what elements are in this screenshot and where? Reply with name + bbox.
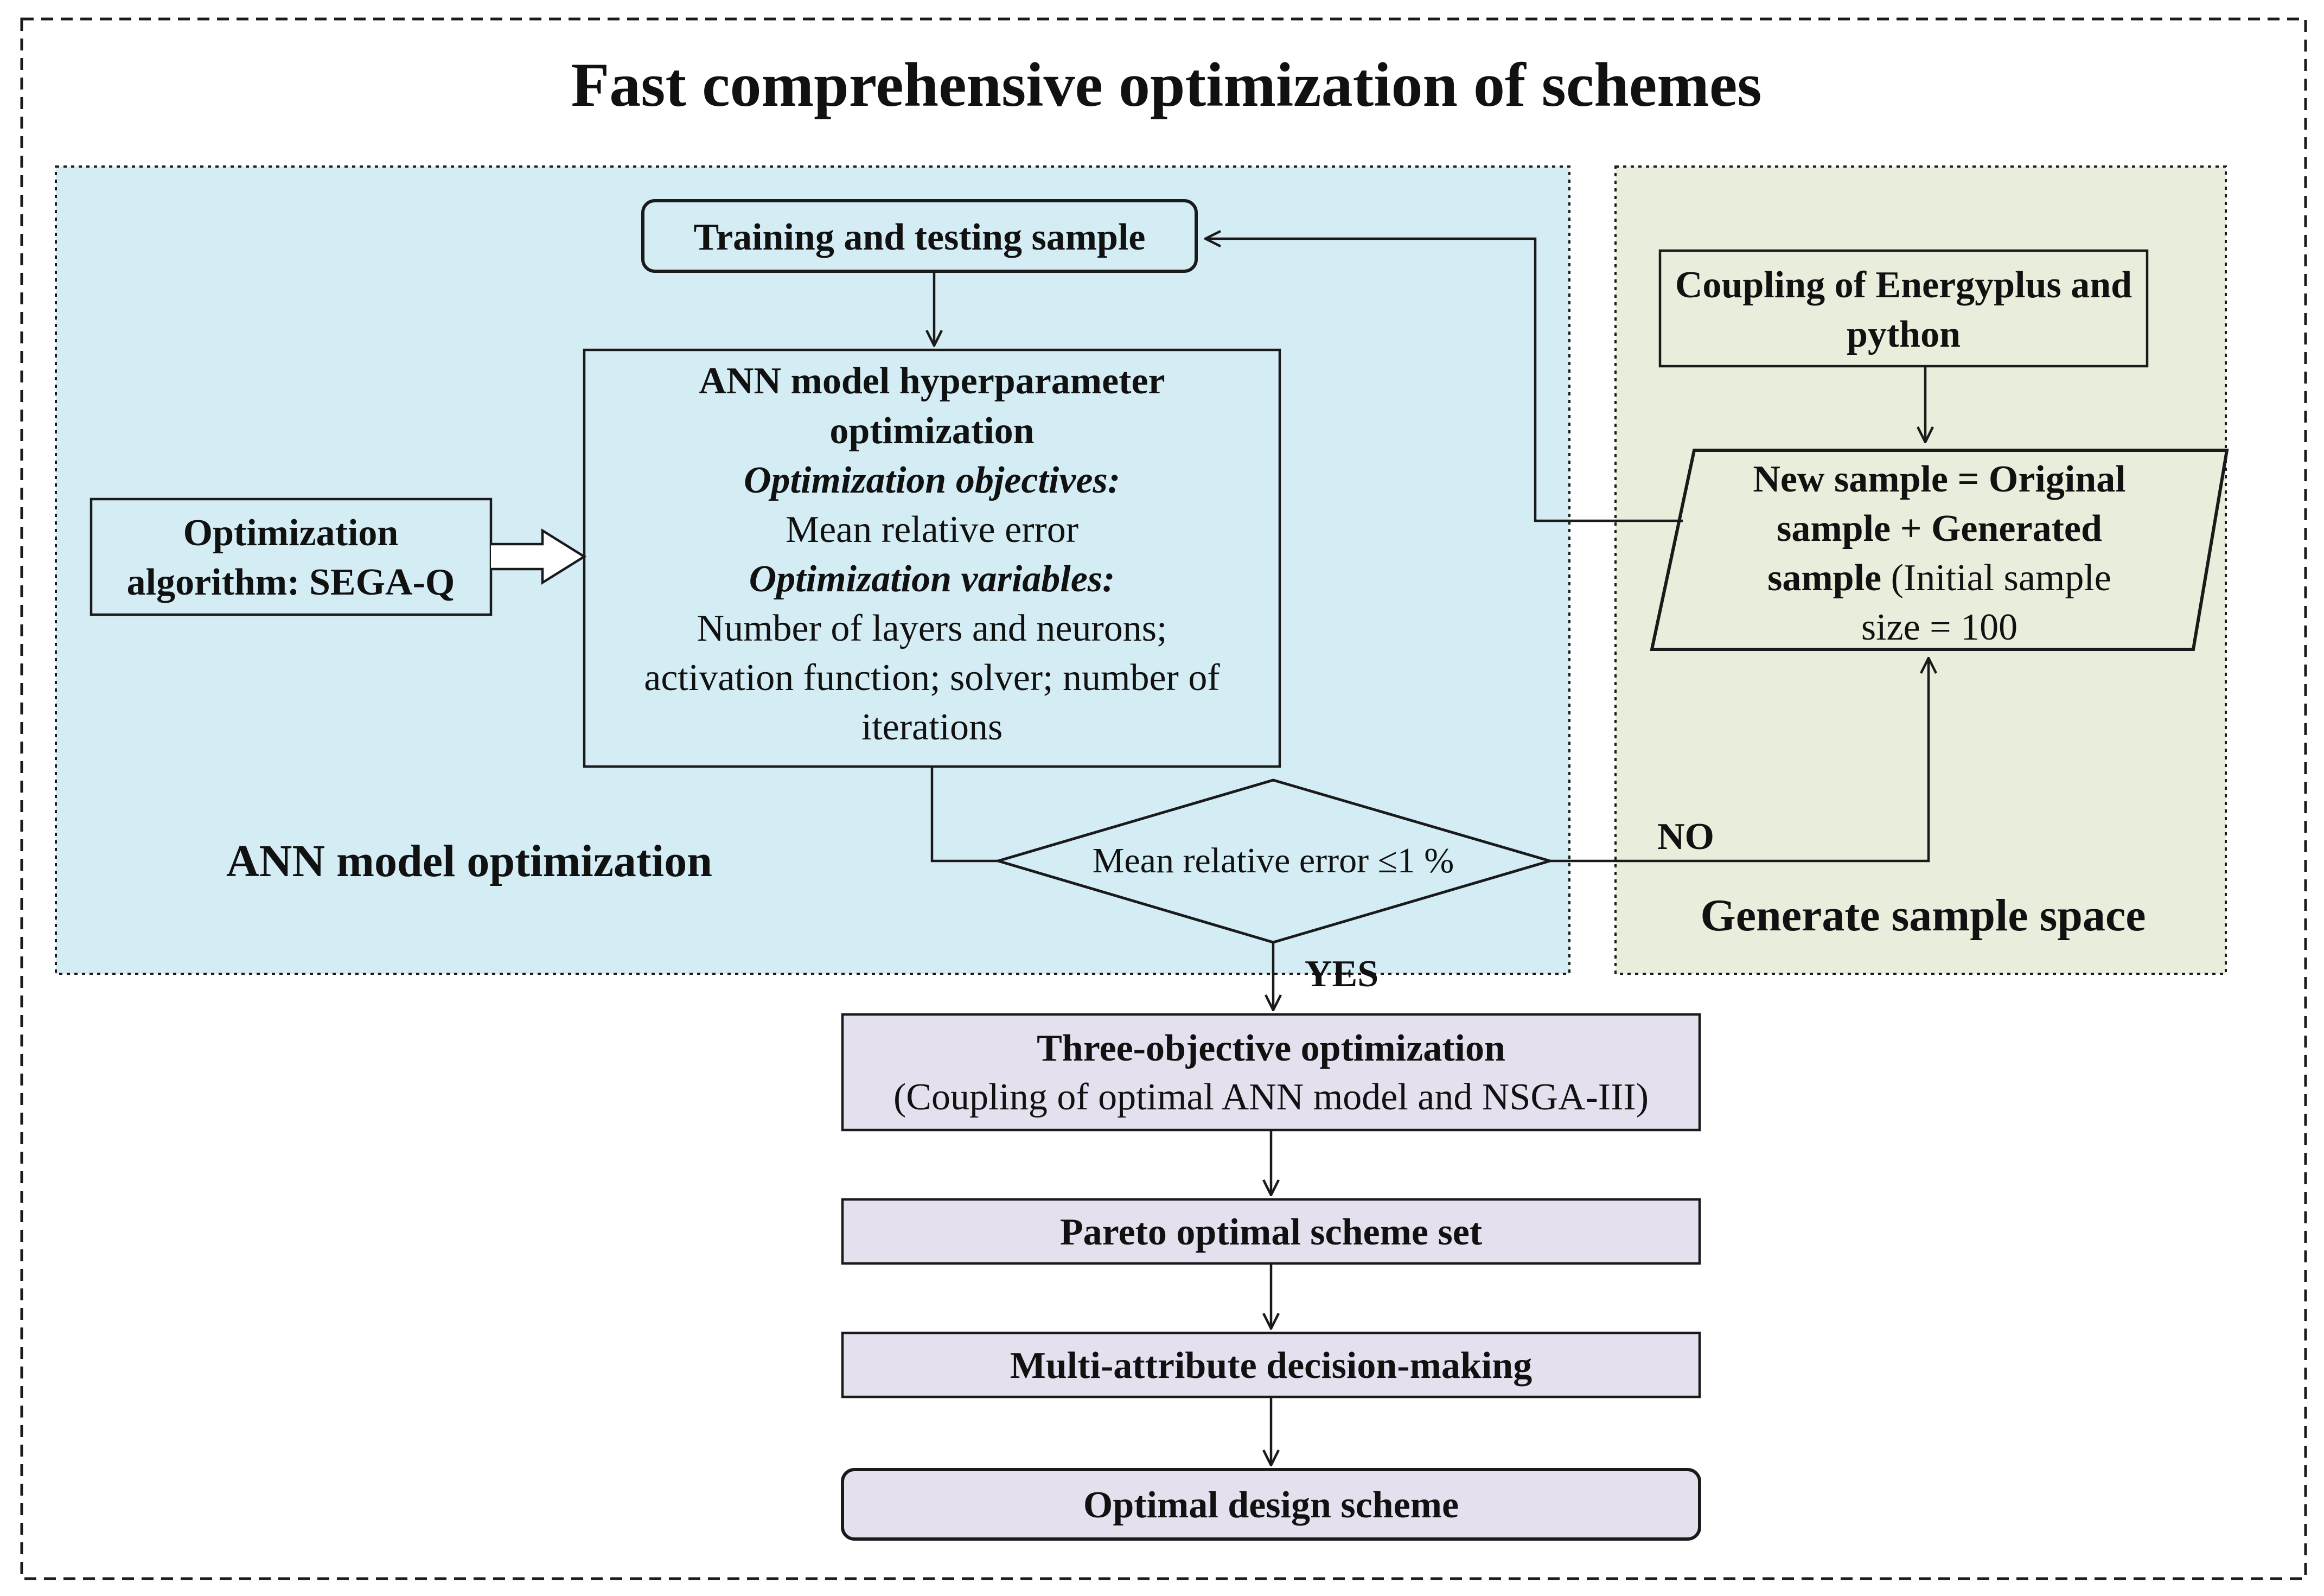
hyper-objectives-label: Optimization objectives: <box>744 459 1120 501</box>
hyper-variables-line2: activation function; solver; number of <box>644 657 1220 699</box>
sample-region-label: Generate sample space <box>1700 890 2146 941</box>
no-label: NO <box>1657 816 1714 858</box>
new-sample-line3-bold: sample <box>1767 557 1881 599</box>
ann-optimization-region <box>55 165 1570 975</box>
hyper-title-line2: optimization <box>829 410 1034 452</box>
ann-region-label: ANN model optimization <box>226 836 712 886</box>
sample-space-region <box>1614 165 2227 975</box>
decision-no-arrow <box>1550 658 1929 863</box>
energyplus-coupling-node <box>1658 249 2149 368</box>
hyper-title-line1: ANN model hyperparameter <box>699 360 1165 402</box>
three-objective-line2: (Coupling of optimal ANN model and NSGA-… <box>893 1076 1649 1118</box>
algorithm-to-hyper-arrow <box>491 528 587 585</box>
new-sample-line3: sample (Initial sample <box>1767 557 2111 599</box>
new-sample-line3-rest: (Initial sample <box>1881 557 2111 599</box>
training-sample-node <box>641 199 1198 273</box>
hyper-objectives-value: Mean relative error <box>786 509 1078 551</box>
hyper-variables-line1: Number of layers and neurons; <box>697 608 1167 649</box>
new-sample-line4: size = 100 <box>1861 607 2017 648</box>
coupling-line1: Coupling of Energyplus and <box>1675 264 2132 306</box>
training-sample-label: Training and testing sample <box>694 216 1146 258</box>
new-sample-to-training-arrow <box>1205 239 1683 522</box>
three-objective-line1: Three-objective optimization <box>1037 1027 1505 1069</box>
three-objective-node <box>841 1013 1701 1132</box>
mcdm-label: Multi-attribute decision-making <box>1010 1345 1532 1387</box>
algorithm-line2: algorithm: SEGA-Q <box>127 561 455 603</box>
hyper-variables-label: Optimization variables: <box>749 558 1115 600</box>
coupling-line2: python <box>1847 314 1961 355</box>
diagram-title: Fast comprehensive optimization of schem… <box>571 50 1761 120</box>
optimal-scheme-label: Optimal design scheme <box>1083 1484 1459 1526</box>
decision-label: Mean relative error ≤1 % <box>1093 841 1454 880</box>
hyper-variables-line3: iterations <box>861 706 1003 748</box>
pareto-label: Pareto optimal scheme set <box>1060 1211 1482 1253</box>
pareto-node <box>841 1198 1701 1265</box>
new-sample-line1: New sample = Original <box>1753 458 2125 500</box>
new-sample-node <box>1650 449 2229 651</box>
yes-label: YES <box>1305 953 1378 995</box>
new-sample-line2: sample + Generated <box>1777 508 2102 550</box>
connectors <box>932 239 1929 1465</box>
algorithm-line1: Optimization <box>183 512 399 554</box>
optimal-scheme-node <box>841 1468 1701 1541</box>
hyper-to-decision-line <box>930 767 998 863</box>
